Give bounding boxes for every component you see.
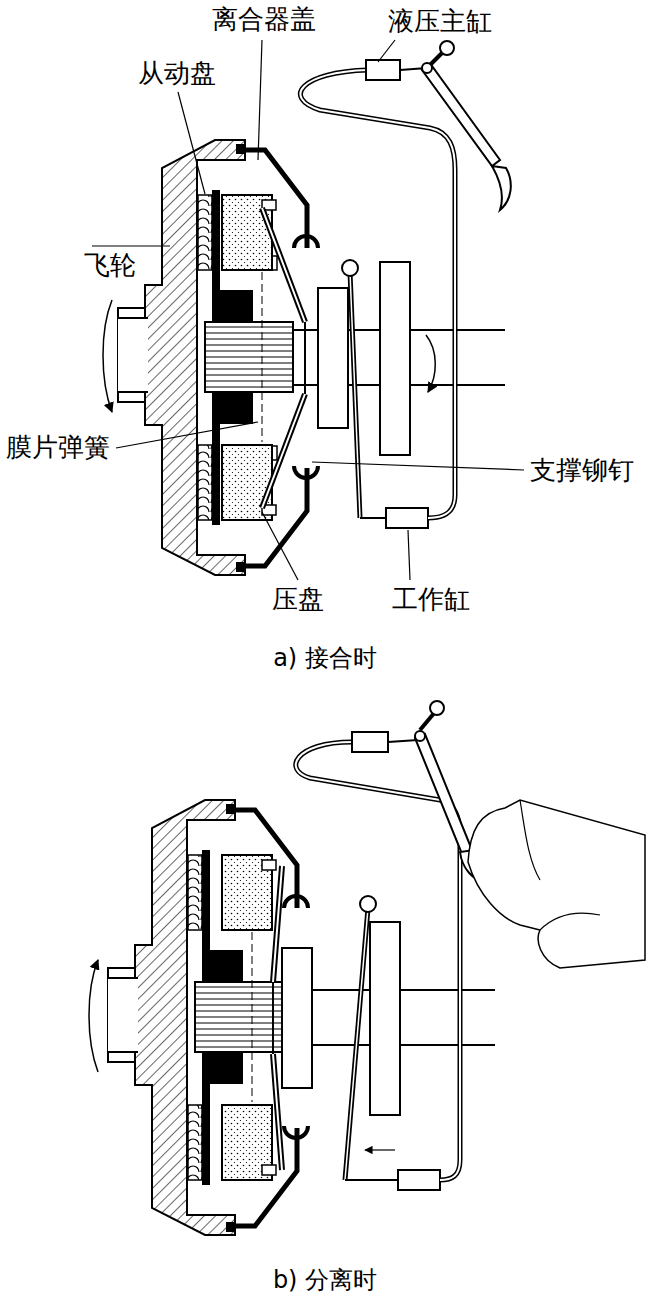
clutch-pedal	[415, 731, 425, 741]
release-fork	[342, 260, 388, 518]
release-fork	[342, 260, 358, 276]
release-fork	[350, 272, 360, 518]
release-fork	[360, 517, 388, 519]
rotation-arrow	[103, 300, 112, 412]
release-fork	[345, 908, 368, 1180]
figure-engaged	[300, 70, 455, 518]
release-fork	[360, 896, 376, 912]
pressure-plate	[222, 855, 276, 1180]
pressure-plate	[262, 860, 276, 870]
diaphragm-spring	[262, 208, 305, 508]
diaphragm-spring	[273, 1054, 282, 1170]
figure-caption: a) 接合时	[273, 644, 377, 673]
part-label: 离合器盖	[212, 4, 316, 35]
clutch-pedal	[400, 41, 511, 210]
working-cylinder	[398, 1170, 440, 1190]
release-bearing	[282, 948, 312, 1088]
release-bearing	[318, 288, 348, 428]
part-label: 从动盘	[138, 58, 216, 89]
diaphragm-spring	[262, 394, 305, 508]
clutch-pedal	[440, 41, 454, 55]
figure-disengaged	[108, 800, 495, 1235]
clutch-pedal	[415, 734, 472, 854]
figure-caption: b) 分离时	[273, 1266, 377, 1295]
hydraulic-pipe	[300, 70, 455, 518]
driver-foot	[468, 800, 645, 968]
master-cylinder	[366, 60, 400, 80]
figure-disengaged	[89, 800, 495, 1235]
leader-line	[312, 462, 524, 470]
leader-line	[178, 92, 205, 194]
clutch-pedal	[430, 701, 444, 715]
part-label: 液压主缸	[388, 6, 492, 37]
release-fork	[350, 272, 360, 518]
diaphragm-spring	[262, 208, 305, 322]
master-cylinder	[352, 732, 388, 752]
diaphragm-spring	[304, 322, 306, 394]
pressure-plate	[222, 195, 276, 520]
release-fork	[345, 908, 368, 1180]
rotation-arrow	[426, 335, 435, 392]
release-fork	[345, 896, 376, 1180]
part-label: 膜片弹簧	[6, 432, 110, 463]
figure-disengaged	[520, 800, 540, 880]
clutch-pedal	[422, 66, 500, 166]
leader-line	[378, 40, 395, 62]
push-rod	[345, 1179, 398, 1181]
leader-line	[262, 512, 298, 580]
clutch-pedal	[422, 63, 432, 73]
leader-line	[92, 40, 524, 580]
leader-line	[116, 422, 258, 448]
diaphragm-spring	[272, 982, 274, 1054]
part-label: 压盘	[272, 584, 324, 615]
part-label: 飞轮	[84, 250, 136, 281]
motion-arrow	[365, 1149, 395, 1150]
working-cylinder	[386, 508, 428, 528]
part-label: 工作缸	[392, 584, 470, 615]
diaphragm-spring	[273, 1054, 282, 1170]
figure-engaged	[118, 140, 505, 575]
part-label: 支撑铆钉	[530, 455, 634, 486]
diaphragm-spring	[262, 208, 305, 322]
figure-disengaged	[89, 701, 645, 1235]
clutch-pedal	[492, 166, 511, 210]
diaphragm-spring	[273, 866, 282, 982]
diaphragm-spring	[273, 866, 282, 982]
rotation-arrow	[89, 960, 98, 1072]
pressure-plate	[262, 1165, 276, 1175]
leader-line	[408, 530, 410, 580]
hydraulic-pipe	[296, 742, 460, 1180]
figure-engaged	[92, 40, 524, 580]
diaphragm-spring	[273, 866, 282, 1170]
clutch-pedal	[388, 740, 418, 742]
diaphragm-spring	[262, 394, 305, 508]
leader-line	[258, 40, 262, 160]
figure-disengaged	[296, 742, 460, 1180]
leader-line	[92, 245, 170, 246]
figure-disengaged	[540, 913, 600, 930]
